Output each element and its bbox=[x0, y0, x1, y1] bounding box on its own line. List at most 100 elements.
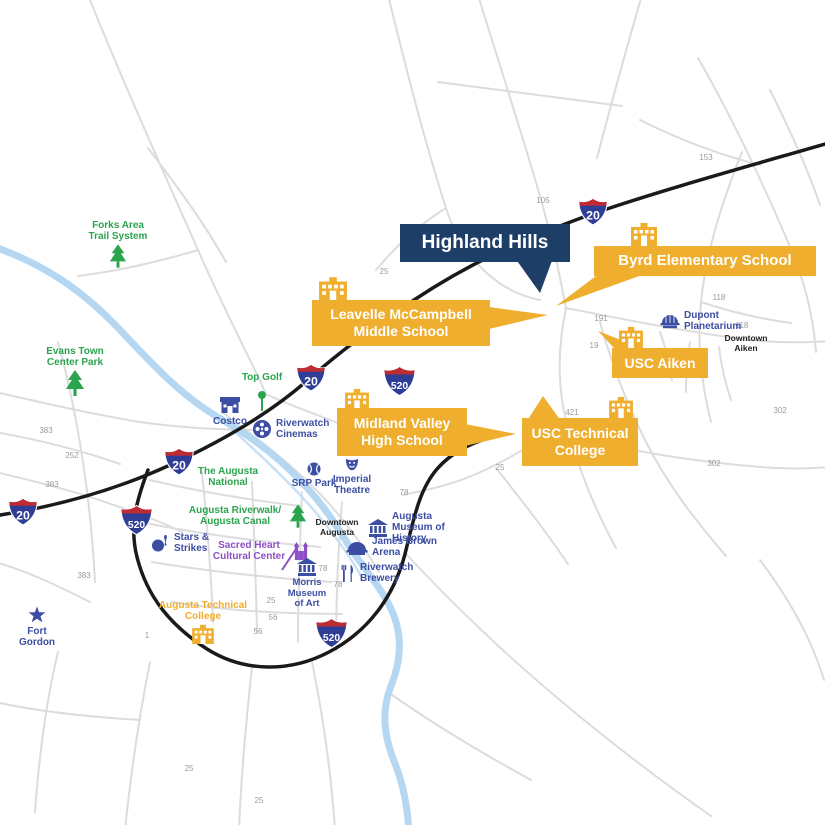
route-marker: 383 bbox=[77, 571, 91, 580]
svg-text:20: 20 bbox=[172, 459, 186, 473]
usc-technical-banner: USC Technical College bbox=[522, 418, 638, 466]
poi-label: Stars & Strikes bbox=[174, 532, 210, 555]
byrd-pointer bbox=[556, 273, 642, 306]
route-marker: 191 bbox=[594, 314, 608, 323]
museum-icon bbox=[368, 518, 388, 537]
route-marker: 78 bbox=[399, 488, 409, 497]
school-icon bbox=[631, 223, 657, 246]
poi-dupont-planetarium: Dupont Planetarium bbox=[660, 310, 744, 332]
top-golf-pin bbox=[258, 391, 266, 411]
route-marker: 118 bbox=[735, 321, 749, 330]
poi-label: Riverwatch Brewery bbox=[360, 562, 414, 585]
school-icon bbox=[192, 625, 214, 645]
poi-label: The Augusta National bbox=[197, 466, 259, 489]
leavelle-pointer bbox=[489, 307, 548, 329]
route-marker: 78 bbox=[333, 580, 343, 589]
usc-aiken-label: USC Aiken bbox=[624, 354, 696, 371]
poi-riverwatch-brewery: Riverwatch Brewery bbox=[340, 562, 418, 584]
poi-stars-and-strikes: Stars & Strikes bbox=[150, 532, 218, 554]
byrd-elementary-label: Byrd Elementary School bbox=[618, 252, 792, 269]
poi-evans-town-center-park: Evans Town Center Park bbox=[46, 346, 104, 397]
route-marker: 78 bbox=[318, 564, 328, 573]
school-icon bbox=[619, 326, 643, 348]
school-icon bbox=[345, 388, 369, 410]
film-reel-icon bbox=[253, 420, 271, 439]
svg-text:20: 20 bbox=[586, 209, 600, 223]
poi-imperial-theatre: Imperial Theatre bbox=[328, 458, 376, 496]
tree-icon bbox=[289, 504, 307, 528]
route-marker: 383 bbox=[39, 426, 53, 435]
route-marker: 56 bbox=[253, 627, 263, 636]
poi-label: Riverwatch Cinemas bbox=[276, 418, 330, 441]
cutlery-icon bbox=[341, 565, 353, 583]
svg-text:520: 520 bbox=[128, 520, 145, 531]
poi-riverwatch-cinemas: Riverwatch Cinemas bbox=[252, 418, 334, 440]
poi-morris-museum: Morris Museum of Art bbox=[281, 558, 333, 610]
poi-label: Forks Area Trail System bbox=[88, 220, 148, 243]
route-marker: 25 bbox=[184, 764, 194, 773]
byrd-elementary-banner: Byrd Elementary School bbox=[594, 246, 816, 276]
leavelle-mccampbell-label: Leavelle McCampbell Middle School bbox=[330, 306, 472, 339]
church-icon bbox=[293, 542, 309, 561]
poi-top-golf: Top Golf bbox=[227, 372, 297, 383]
highland-hills-label: Highland Hills bbox=[421, 231, 549, 253]
poi-label: Augusta Riverwalk/ Augusta Canal bbox=[188, 504, 282, 527]
route-marker: 153 bbox=[699, 153, 713, 162]
poi-label: Costco bbox=[213, 416, 247, 427]
poi-fort-gordon: Fort Gordon bbox=[8, 606, 66, 648]
route-marker: 383 bbox=[45, 480, 59, 489]
arena-icon bbox=[346, 542, 368, 556]
poi-augusta-riverwalk: Augusta Riverwalk/ Augusta Canal bbox=[185, 504, 307, 528]
tree-icon bbox=[66, 370, 84, 397]
route-marker: 302 bbox=[773, 406, 787, 415]
poi-label: Imperial Theatre bbox=[332, 474, 372, 497]
interstate-20-shield: 20 bbox=[7, 497, 39, 526]
interstate-520-shield: 520 bbox=[314, 617, 349, 649]
bowling-icon bbox=[152, 535, 167, 552]
star-icon bbox=[28, 606, 46, 623]
poi-downtown-aiken: Downtown Aiken bbox=[722, 333, 770, 353]
highland-hills-pointer bbox=[515, 258, 553, 293]
poi-label: Augusta Technical College bbox=[158, 600, 248, 623]
canal bbox=[224, 422, 363, 578]
poi-augusta-national: The Augusta National bbox=[192, 466, 264, 488]
school-icon bbox=[319, 277, 347, 302]
leavelle-mccampbell-banner: Leavelle McCampbell Middle School bbox=[312, 300, 490, 346]
route-marker: 25 bbox=[379, 267, 389, 276]
highland-hills-banner: Highland Hills bbox=[400, 224, 570, 262]
poi-label: Downtown Aiken bbox=[724, 333, 768, 353]
museum-icon bbox=[297, 558, 317, 576]
storefront-icon bbox=[220, 397, 240, 413]
poi-label: Sacred Heart Cultural Center bbox=[212, 540, 286, 563]
interstate-520-shield: 520 bbox=[119, 504, 154, 536]
poi-label: Morris Museum of Art bbox=[287, 577, 327, 610]
svg-text:20: 20 bbox=[304, 375, 318, 389]
poi-label: Augusta Museum of History bbox=[392, 511, 445, 545]
interstate-20-shield: 20 bbox=[163, 447, 195, 476]
poi-label: SRP Park bbox=[291, 478, 337, 489]
route-marker: 118 bbox=[712, 293, 726, 302]
midland-valley-label: Midland Valley High School bbox=[353, 415, 451, 448]
route-marker: 25 bbox=[495, 463, 505, 472]
route-marker: 25 bbox=[254, 796, 264, 805]
poi-augusta-museum-of-history: Augusta Museum of History bbox=[368, 511, 472, 545]
dome-icon bbox=[660, 315, 680, 329]
poi-label: Fort Gordon bbox=[18, 626, 56, 649]
poi-label: James Brown Arena bbox=[372, 536, 438, 559]
poi-costco: Costco bbox=[205, 396, 255, 427]
poi-sacred-heart: Sacred Heart Cultural Center bbox=[210, 540, 310, 562]
route-marker: 19 bbox=[589, 341, 599, 350]
poi-forks-area-trail-system: Forks Area Trail System bbox=[86, 220, 150, 269]
midland-valley-banner: Midland Valley High School bbox=[337, 408, 467, 456]
svg-text:520: 520 bbox=[391, 381, 408, 392]
interstate-20-shield: 20 bbox=[295, 363, 327, 392]
baseball-icon bbox=[307, 462, 321, 476]
usc-technical-label: USC Technical College bbox=[531, 425, 629, 458]
savannah-river bbox=[0, 245, 413, 825]
interstate-520-shield: 520 bbox=[382, 365, 417, 397]
interstate-20-shield: 20 bbox=[577, 197, 609, 226]
poi-label: Downtown Augusta bbox=[315, 517, 359, 537]
theater-mask-icon bbox=[345, 458, 359, 471]
route-marker: 56 bbox=[268, 613, 278, 622]
